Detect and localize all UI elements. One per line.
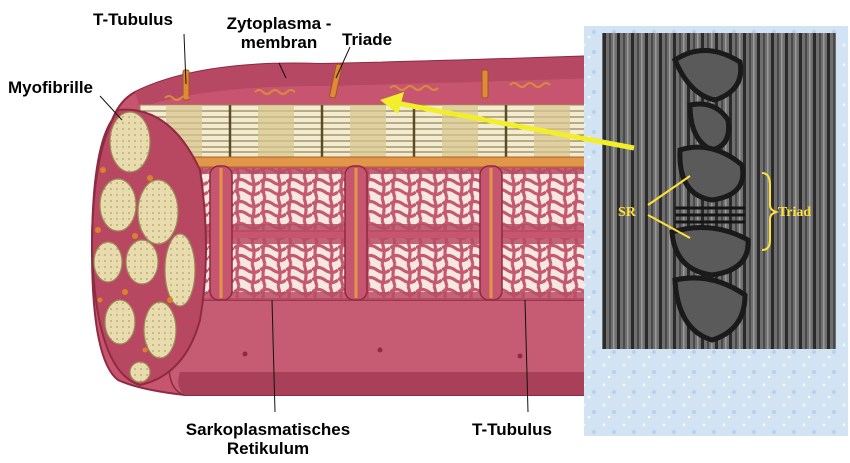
sarkoplasmatisches-retikulum-label: Sarkoplasmatisches Retikulum bbox=[158, 420, 378, 458]
myofibrille-label: Myofibrille bbox=[8, 78, 93, 97]
zytoplasmamembran-label: Zytoplasma - membran bbox=[206, 14, 352, 52]
triad-label: Triad bbox=[778, 205, 811, 220]
triade-label: Triade bbox=[342, 30, 392, 49]
muscle-fiber bbox=[92, 56, 600, 395]
t-tubulus-top-label: T-Tubulus bbox=[93, 10, 173, 29]
terminal-cisterna-band bbox=[140, 157, 600, 167]
sarkoplasmatisches-line2: Retikulum bbox=[158, 439, 378, 458]
zytoplasmamembran-line2: membran bbox=[206, 33, 352, 52]
micrograph-panel: SR Triad bbox=[584, 26, 848, 436]
sarkoplasmatisches-line1: Sarkoplasmatisches bbox=[158, 420, 378, 439]
zytoplasmamembran-line1: Zytoplasma - bbox=[206, 14, 352, 33]
t-tubulus-bottom-label: T-Tubulus bbox=[472, 420, 552, 439]
lower-tube-shade bbox=[178, 372, 600, 395]
cross-section-face bbox=[92, 110, 206, 385]
sr-label: SR bbox=[618, 205, 637, 220]
